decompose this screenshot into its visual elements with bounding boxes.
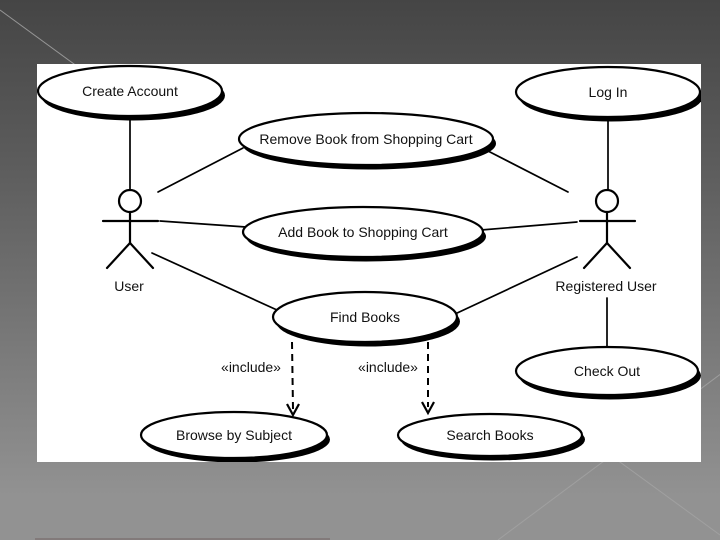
usecase-remove-book-from-shopping-cart bbox=[237, 111, 495, 167]
usecase-label-log-in: Log In bbox=[589, 84, 628, 100]
usecase-label-check-out: Check Out bbox=[574, 363, 640, 379]
usecase-label-browse-by-subject: Browse by Subject bbox=[176, 427, 292, 443]
actor-leg-right-registered-user bbox=[605, 241, 632, 270]
usecase-check-out bbox=[514, 345, 700, 397]
actor-leg-right-user bbox=[128, 241, 155, 270]
include-arrow-line bbox=[291, 341, 294, 410]
usecase-search-books bbox=[396, 412, 584, 458]
diagram-panel: «include» «include» Create Account Log In Re… bbox=[37, 64, 701, 462]
association-line bbox=[454, 256, 578, 315]
usecase-label-add-book-to-shopping-cart: Add Book to Shopping Cart bbox=[278, 224, 448, 240]
association-line bbox=[480, 221, 578, 231]
usecase-label-create-account: Create Account bbox=[82, 83, 178, 99]
include-label: «include» bbox=[221, 359, 281, 375]
include-arrowhead bbox=[421, 401, 435, 416]
association-line bbox=[151, 252, 278, 311]
usecase-label-search-books: Search Books bbox=[446, 427, 533, 443]
usecase-find-books bbox=[271, 290, 459, 344]
use-case-diagram: «include» «include» Create Account Log In Re… bbox=[37, 64, 701, 462]
usecase-create-account bbox=[37, 64, 224, 118]
include-label: «include» bbox=[358, 359, 418, 375]
association-line bbox=[159, 220, 247, 228]
actor-label-registered-user: Registered User bbox=[555, 278, 656, 294]
actor-label-user: User bbox=[114, 278, 144, 294]
actor-head-user bbox=[117, 188, 143, 214]
actor-leg-left-user bbox=[105, 241, 132, 270]
include-arrowhead bbox=[286, 403, 300, 418]
actor-leg-left-registered-user bbox=[582, 241, 609, 270]
usecase-label-remove-book-from-shopping-cart: Remove Book from Shopping Cart bbox=[259, 131, 472, 147]
actor-head-registered-user bbox=[594, 188, 620, 214]
association-line bbox=[487, 150, 569, 193]
usecase-browse-by-subject bbox=[139, 410, 329, 460]
usecase-log-in bbox=[514, 65, 701, 119]
usecase-add-book-to-shopping-cart bbox=[241, 205, 485, 259]
usecase-label-find-books: Find Books bbox=[330, 309, 400, 325]
association-line bbox=[157, 147, 244, 193]
